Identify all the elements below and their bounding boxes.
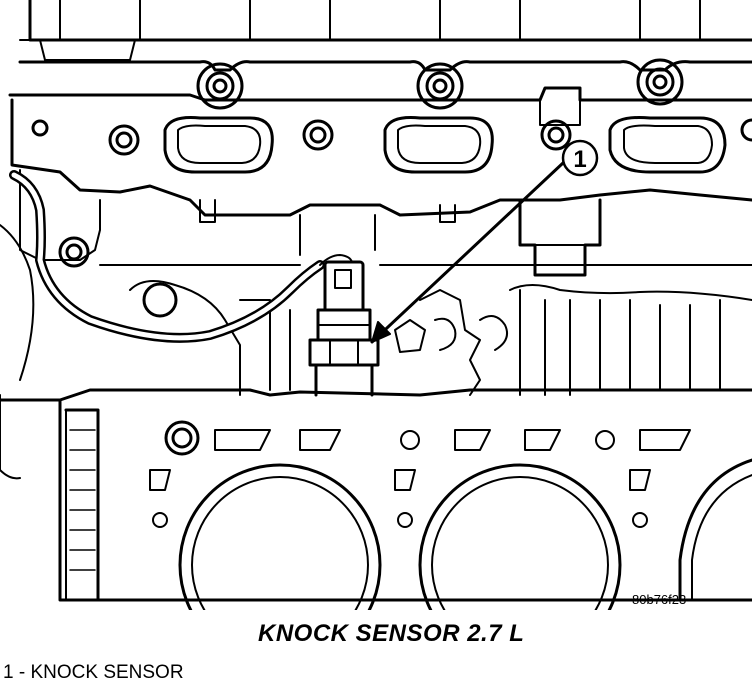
figure-title: KNOCK SENSOR 2.7 L [258, 620, 525, 647]
image-code: 80b76f23 [632, 592, 687, 607]
engine-block-illustration: 1 [0, 0, 752, 610]
legend-label: KNOCK SENSOR [30, 662, 184, 683]
intake-manifold-flange [10, 98, 752, 223]
valley-components [19, 169, 752, 396]
legend-number: 1 [3, 662, 14, 683]
cylinder-head [8, 0, 752, 126]
legend-separator: - [13, 662, 31, 683]
callout-1: 1 [370, 139, 599, 344]
knock-sensor [308, 260, 380, 397]
wiring-harness [0, 170, 353, 381]
callout-number: 1 [573, 146, 586, 173]
legend-item-1: 1 - KNOCK SENSOR [3, 662, 184, 684]
engine-block-deck [0, 388, 752, 610]
